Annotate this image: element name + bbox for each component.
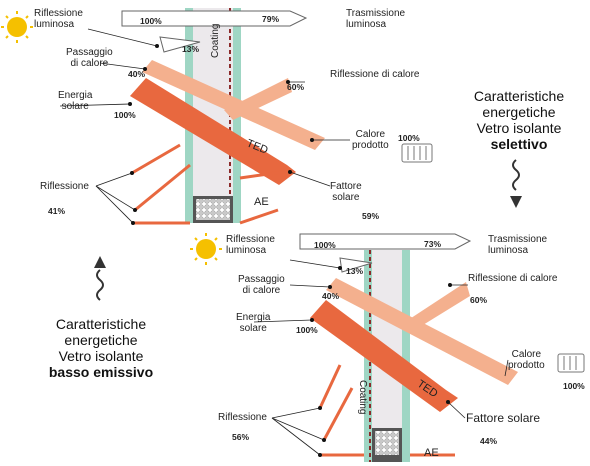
caption-low-e-line1: Caratteristiche	[55, 316, 147, 332]
caption-low-e-emph: basso emissivo	[48, 364, 154, 380]
top-light-trans-pct: 79%	[262, 14, 280, 24]
top-light-reflection-arrow	[159, 36, 201, 53]
bottom-sun-icon	[190, 233, 222, 265]
top-light-in-pct: 100%	[140, 16, 162, 26]
top-heat-reflection-label: Riflessione di calore	[330, 69, 420, 80]
bottom-solar-energy-pct: 100%	[296, 325, 318, 335]
top-sun-icon	[1, 11, 33, 43]
bottom-solar-factor-label: Fattore solare	[466, 411, 541, 425]
bottom-reflection-pct: 56%	[232, 432, 250, 442]
caption-selective-line1: Caratteristiche	[473, 88, 565, 104]
top-solar-energy-pct: 100%	[114, 110, 136, 120]
top-radiator-icon	[401, 143, 433, 163]
top-heat-reflection-beam	[224, 78, 292, 120]
bottom-solar-beam	[310, 300, 458, 412]
bottom-heat-beam	[326, 278, 518, 385]
bottom-radiator-icon	[557, 353, 585, 373]
top-solar-factor-pct: 59%	[362, 211, 380, 221]
top-ae-label: AE	[254, 196, 269, 208]
bottom-light-in-pct: 100%	[314, 240, 336, 250]
bottom-coating-label: Coating	[357, 380, 368, 415]
top-light-refl-pct: 13%	[182, 44, 200, 54]
caption-low-e-line2: energetiche	[64, 332, 138, 348]
bottom-solar-factor-pct: 44%	[480, 436, 498, 446]
top-reflection-lines	[131, 143, 291, 225]
bottom-reflection-lines	[318, 364, 455, 457]
top-solar-beam	[130, 78, 296, 185]
top-heat-reflection-pct: 60%	[287, 82, 305, 92]
bottom-light-trans-pct: 73%	[424, 239, 442, 249]
down-wavy-arrow-icon	[510, 159, 522, 208]
bottom-light-refl-pct: 13%	[346, 266, 364, 276]
bottom-heat-reflection-beam	[402, 282, 470, 333]
bottom-heat-produced-pct: 100%	[563, 381, 585, 391]
caption-selective-line3: Vetro isolante	[476, 120, 562, 136]
caption-low-e: Caratteristiche energetiche Vetro isolan…	[28, 316, 174, 380]
bottom-diagram	[190, 233, 585, 462]
top-coating-label: Coating	[210, 23, 221, 58]
bottom-reflection-label: Riflessione	[218, 412, 267, 423]
top-heat-beam	[142, 60, 325, 150]
caption-low-e-line3: Vetro isolante	[58, 348, 144, 364]
top-heat-produced-pct: 100%	[398, 133, 420, 143]
bottom-heat-reflection-pct: 60%	[470, 295, 488, 305]
up-wavy-arrow-icon	[94, 256, 106, 301]
top-leaders	[59, 28, 350, 224]
top-reflection-pct: 41%	[48, 206, 66, 216]
caption-selective: Caratteristiche energetiche Vetro isolan…	[454, 88, 584, 152]
bottom-heat-reflection-label: Riflessione di calore	[468, 273, 558, 284]
bottom-light-reflection-arrow	[339, 257, 373, 273]
top-reflection-label: Riflessione	[40, 181, 89, 192]
top-diagram	[1, 8, 433, 225]
caption-selective-line2: energetiche	[482, 104, 556, 120]
bottom-leaders	[253, 259, 509, 456]
top-light-arrow	[121, 10, 308, 27]
caption-selective-emph: selettivo	[490, 136, 548, 152]
bottom-heat-passage-pct: 40%	[322, 291, 340, 301]
top-heat-passage-pct: 40%	[128, 69, 146, 79]
bottom-glass-inner	[402, 250, 410, 462]
bottom-light-arrow	[299, 233, 472, 250]
bottom-ae-label: AE	[424, 447, 439, 459]
